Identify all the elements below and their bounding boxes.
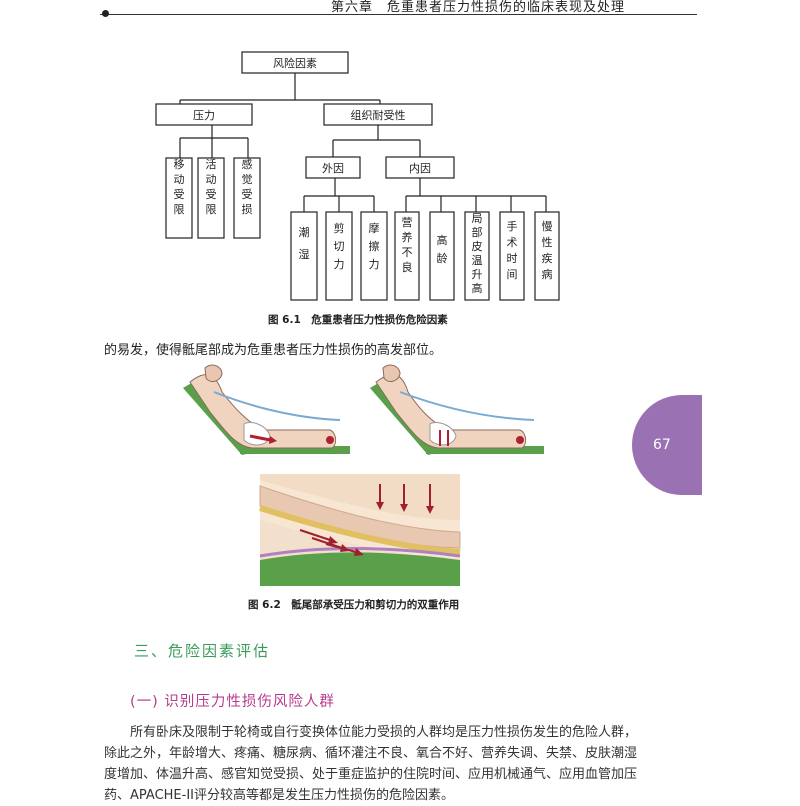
node-sensory-impaired: 感觉受损 — [242, 158, 253, 216]
header-dot-icon — [102, 10, 109, 17]
node-local-skin-temp: 局部皮温升高 — [472, 212, 483, 295]
node-shear-force: 剪切力 — [334, 221, 345, 271]
patient-illustration-left — [183, 364, 350, 455]
body-paragraph: 所有卧床及限制于轮椅或自行变换体位能力受损的人群均是压力性损伤发生的危险人群，除… — [104, 725, 638, 803]
subsection-title: (一) 识别压力性损伤风险人群 — [130, 694, 335, 710]
running-header — [100, 0, 697, 15]
node-chronic-disease: 慢性疾病 — [542, 220, 553, 281]
node-pressure: 压力 — [193, 109, 215, 122]
node-malnutrition: 营养不良 — [402, 215, 413, 274]
node-moisture: 潮湿 — [299, 225, 310, 261]
chapter-title: 第六章 危重患者压力性损伤的临床表现及处理 — [330, 0, 625, 15]
section-title: 三、危险因素评估 — [134, 642, 271, 660]
node-external: 外因 — [322, 162, 344, 175]
node-mobility-limited: 移动受限 — [174, 158, 185, 216]
node-root: 风险因素 — [273, 56, 317, 70]
figure-6-1-caption: 图 6.1 危重患者压力性损伤危险因素 — [268, 314, 448, 326]
node-surgery-time: 手术时间 — [507, 219, 518, 281]
node-internal: 内因 — [409, 161, 431, 175]
node-friction: 摩擦力 — [369, 221, 380, 271]
tissue-cross-section — [259, 474, 461, 586]
body-line: 的易发，使得骶尾部成为危重患者压力性损伤的高发部位。 — [104, 343, 443, 358]
patient-illustration-right — [370, 364, 544, 455]
figure-6-2-caption: 图 6.2 骶尾部承受压力和剪切力的双重作用 — [248, 599, 460, 611]
page-number: 67 — [653, 437, 671, 453]
node-activity-limited: 活动受限 — [206, 158, 217, 216]
node-tolerance: 组织耐受性 — [351, 108, 406, 122]
node-advanced-age: 高龄 — [437, 233, 448, 265]
